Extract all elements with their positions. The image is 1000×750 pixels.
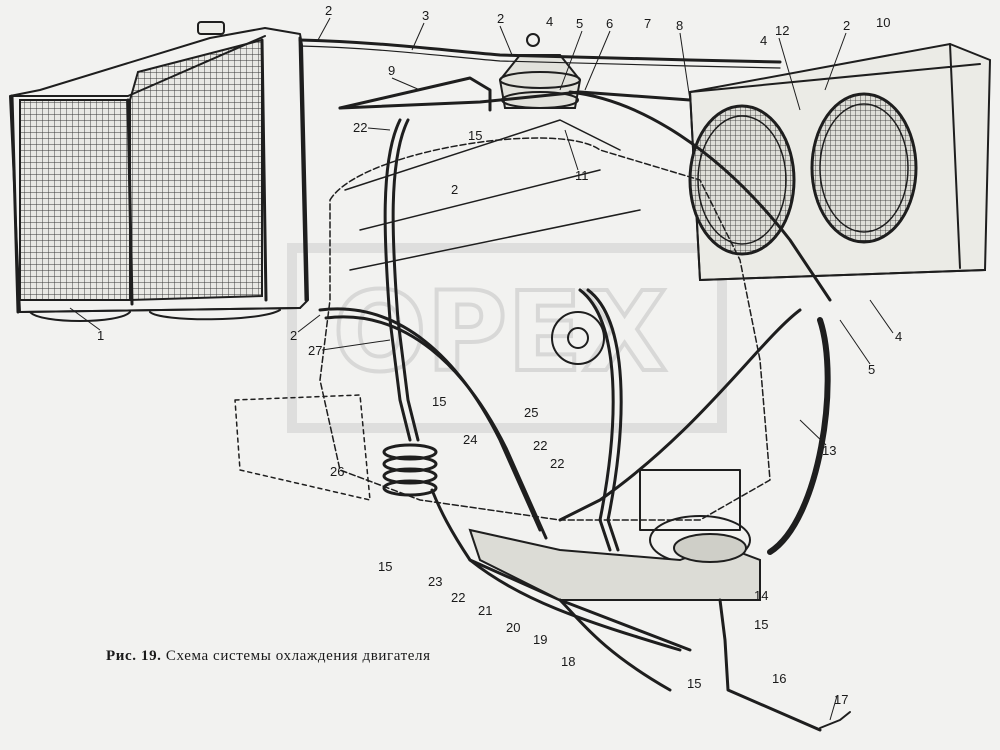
callout: 4 — [760, 33, 767, 48]
callout: 13 — [822, 443, 836, 458]
callout: 15 — [432, 394, 446, 409]
callout: 19 — [533, 632, 547, 647]
callout: 18 — [561, 654, 575, 669]
watermark: OPEX — [287, 243, 727, 433]
callout-labels: 1 2 3 2 4 5 6 7 8 4 12 2 10 9 22 15 2 11… — [97, 3, 902, 707]
callout: 1 — [97, 328, 104, 343]
callout: 22 — [353, 120, 367, 135]
callout: 5 — [576, 16, 583, 31]
callout: 15 — [754, 617, 768, 632]
callout: 3 — [422, 8, 429, 23]
callout: 15 — [468, 128, 482, 143]
leader-lines — [69, 17, 894, 721]
heat-coil — [382, 443, 438, 497]
callout: 20 — [506, 620, 520, 635]
callout: 16 — [772, 671, 786, 686]
callout: 2 — [843, 18, 850, 33]
callout: 25 — [524, 405, 538, 420]
figure-caption-text: Схема системы охлаждения двигателя — [165, 648, 431, 664]
radiator-right — [688, 42, 992, 282]
callout: 14 — [754, 588, 768, 603]
callout: 2 — [497, 11, 504, 26]
callout: 8 — [676, 18, 683, 33]
pipes — [298, 38, 851, 732]
callout: 5 — [868, 362, 875, 377]
callout: 22 — [550, 456, 564, 471]
callout: 21 — [478, 603, 492, 618]
radiator-left — [9, 21, 309, 322]
callout: 22 — [451, 590, 465, 605]
callout: 17 — [834, 692, 848, 707]
callout: 4 — [895, 329, 902, 344]
callout: 9 — [388, 63, 395, 78]
figure-caption: Рис. 19. Схема системы охлаждения двигат… — [106, 648, 431, 665]
callout: 22 — [533, 438, 547, 453]
callout: 2 — [325, 3, 332, 18]
callout: 15 — [378, 559, 392, 574]
callout: 15 — [687, 676, 701, 691]
callout: 24 — [463, 432, 477, 447]
figure-caption-prefix: Рис. 19. — [106, 648, 162, 664]
callout: 2 — [451, 182, 458, 197]
callout: 12 — [775, 23, 789, 38]
callout: 11 — [575, 168, 589, 183]
callout: 26 — [330, 464, 344, 479]
callout: 27 — [308, 343, 322, 358]
callout: 23 — [428, 574, 442, 589]
callout: 7 — [644, 16, 651, 31]
callout: 10 — [876, 15, 890, 30]
callout: 2 — [290, 328, 297, 343]
watermark-text: OPEX — [333, 268, 667, 396]
callout: 6 — [606, 16, 613, 31]
callout: 4 — [546, 14, 553, 29]
